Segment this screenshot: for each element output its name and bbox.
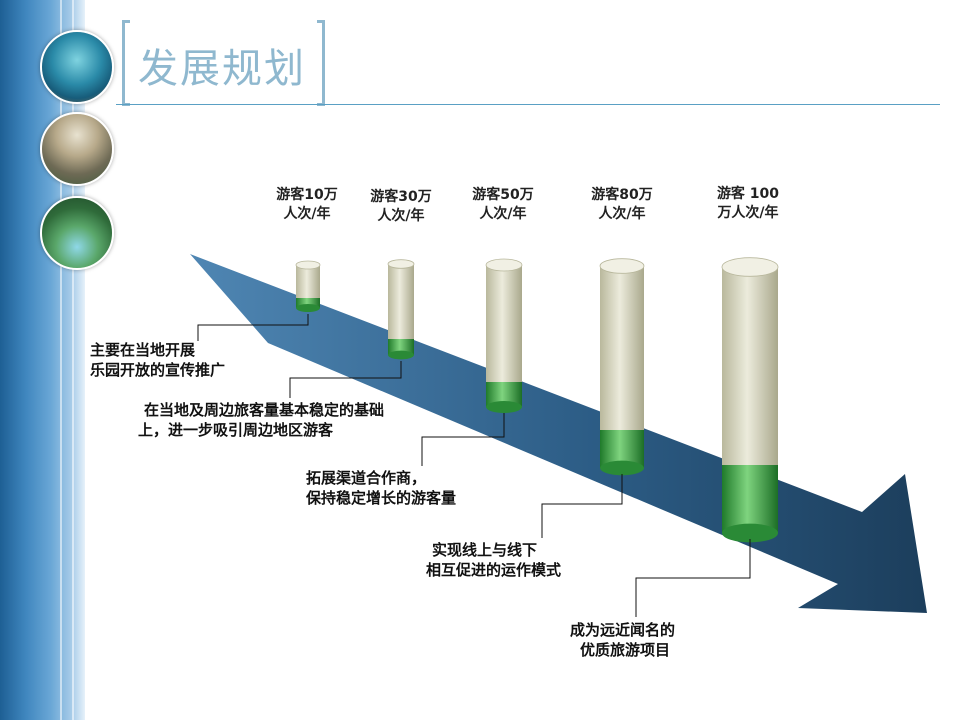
sidebar-stripe bbox=[60, 0, 62, 720]
stage-description-4: 实现线上与线下相互促进的运作模式 bbox=[426, 540, 561, 580]
visitor-label-3: 游客50万人次/年 bbox=[433, 186, 573, 224]
visitor-count: 游客80万 bbox=[591, 187, 653, 203]
indoor-dome-photo bbox=[40, 112, 114, 186]
stage-description-line: 成为远近闻名的 bbox=[570, 621, 676, 639]
visitor-unit: 人次/年 bbox=[598, 206, 646, 222]
stage-description-5: 成为远近闻名的优质旅游项目 bbox=[570, 620, 675, 660]
page-title: 发展规划 bbox=[138, 46, 306, 92]
connector-line-1 bbox=[197, 314, 309, 341]
stage-description-3: 拓展渠道合作商， 保持稳定增长的游客量 bbox=[306, 468, 456, 508]
connector-lines bbox=[197, 314, 751, 617]
water-park-photo bbox=[40, 30, 114, 104]
cylinder-body bbox=[388, 264, 414, 339]
cylinder-base bbox=[600, 460, 644, 476]
cylinder-body bbox=[296, 265, 320, 298]
stage-description-line: 上，进一步吸引周边地区游客 bbox=[138, 421, 334, 439]
visitor-unit: 人次/年 bbox=[479, 206, 527, 222]
cylinder-base bbox=[388, 350, 414, 360]
visitor-unit: 人次/年 bbox=[377, 208, 425, 224]
cylinder-green-band bbox=[722, 465, 778, 533]
title-underline bbox=[116, 104, 940, 105]
visitor-label-1: 游客10万人次/年 bbox=[237, 186, 377, 224]
stage-description-line: 实现线上与线下 bbox=[432, 541, 538, 559]
stage-description-1: 主要在当地开展乐园开放的宣传推广 bbox=[90, 340, 225, 380]
cylinder-3 bbox=[485, 258, 523, 413]
cylinder-base bbox=[296, 304, 320, 312]
cylinder-base bbox=[722, 523, 778, 543]
stage-description-line: 乐园开放的宣传推广 bbox=[90, 361, 226, 379]
cylinder-top bbox=[485, 258, 523, 272]
visitor-label-2: 游客30万人次/年 bbox=[331, 188, 471, 226]
stage-description-line: 拓展渠道合作商， bbox=[306, 469, 427, 487]
cylinder-5 bbox=[721, 257, 779, 543]
cylinder-body bbox=[722, 267, 778, 465]
stage-description-line: 主要在当地开展 bbox=[90, 341, 196, 359]
connector-line-4 bbox=[541, 474, 623, 538]
cylinder-green-band bbox=[388, 339, 414, 355]
visitor-count: 游客50万 bbox=[472, 187, 534, 203]
cylinder-top bbox=[599, 258, 645, 274]
connector-line-5 bbox=[635, 539, 751, 617]
cylinder-top bbox=[387, 259, 415, 269]
cylinder-2 bbox=[387, 259, 415, 360]
stage-description-line: 保持稳定增长的游客量 bbox=[306, 489, 457, 507]
visitor-unit: 人次/年 bbox=[283, 206, 331, 222]
cylinder-group bbox=[295, 257, 779, 543]
sidebar-stripe bbox=[72, 0, 74, 720]
cylinder-green-band bbox=[296, 298, 320, 308]
cylinder-1 bbox=[295, 260, 321, 312]
cylinder-body bbox=[486, 265, 522, 382]
stage-description-line: 在当地及周边旅客量基本稳定的基础 bbox=[144, 401, 385, 419]
visitor-count: 游客30万 bbox=[370, 189, 432, 205]
connector-line-3 bbox=[421, 413, 505, 466]
cylinder-top bbox=[721, 257, 779, 277]
stage-description-line: 优质旅游项目 bbox=[580, 641, 671, 659]
cylinder-4 bbox=[599, 258, 645, 476]
cylinder-base bbox=[486, 401, 522, 413]
visitor-count: 游客 100 bbox=[716, 186, 780, 202]
cylinder-top bbox=[295, 260, 321, 270]
visitor-count: 游客10万 bbox=[276, 187, 338, 203]
visitor-label-5: 游客 100 万人次/年 bbox=[678, 185, 818, 223]
visitor-unit: 万人次/年 bbox=[717, 205, 779, 221]
visitor-label-4: 游客80万人次/年 bbox=[552, 186, 692, 224]
garden-pool-photo bbox=[40, 196, 114, 270]
stage-description-line: 相互促进的运作模式 bbox=[426, 561, 562, 579]
connector-line-2 bbox=[289, 361, 402, 398]
stage-description-2: 在当地及周边旅客量基本稳定的基础上，进一步吸引周边地区游客 bbox=[138, 400, 384, 440]
cylinder-body bbox=[600, 266, 644, 430]
